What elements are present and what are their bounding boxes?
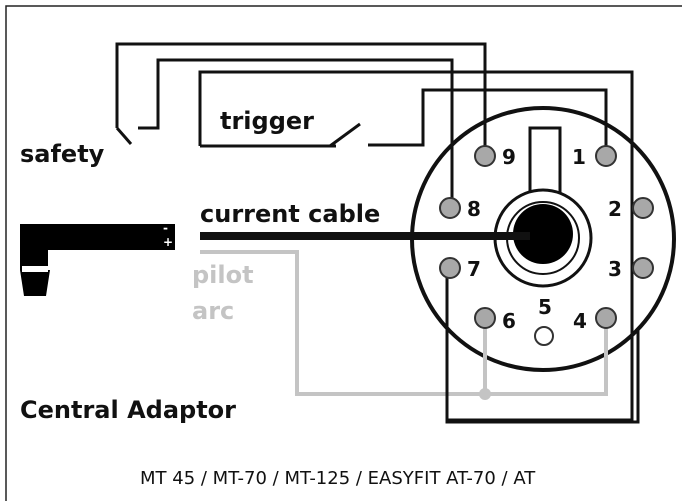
pin-6 (474, 307, 496, 329)
central-adaptor-label: Central Adaptor (20, 396, 236, 424)
pin-4-label: 4 (573, 309, 587, 333)
torch-minus-label: - (163, 221, 168, 235)
pin-7 (439, 257, 461, 279)
central-socket (513, 204, 573, 264)
connector-keyway (528, 126, 562, 197)
trigger-label: trigger (220, 107, 314, 135)
pilot-junction-dot (479, 388, 491, 400)
torch-handle-icon (20, 224, 175, 296)
safety-wires (115, 42, 487, 205)
footer-model-list: MT 45 / MT-70 / MT-125 / EASYFIT AT-70 /… (140, 468, 536, 489)
pin-5-label: 5 (538, 295, 552, 319)
pin-1 (595, 145, 617, 167)
torch-plus-label: + (163, 235, 173, 249)
outer-frame (5, 5, 682, 501)
pin-9-label: 9 (502, 145, 516, 169)
pin-9 (474, 145, 496, 167)
safety-label: safety (20, 140, 105, 168)
pin-3 (632, 257, 654, 279)
pin-2-label: 2 (608, 197, 622, 221)
pilot-arc-wire (200, 250, 608, 396)
pin-7-label: 7 (467, 257, 481, 281)
pin-5 (534, 326, 554, 346)
trigger-wires (198, 70, 634, 422)
pin-1-label: 1 (572, 145, 586, 169)
pin-2 (632, 197, 654, 219)
pin-3-label: 3 (608, 257, 622, 281)
pin-8-label: 8 (467, 197, 481, 221)
pin-4 (595, 307, 617, 329)
current-cable-label: current cable (200, 200, 380, 228)
pilot-arc-label-line2: arc (192, 297, 234, 325)
pins (439, 145, 654, 346)
pin-6-label: 6 (502, 309, 516, 333)
pilot-arc-label-line1: pilot (192, 261, 254, 289)
pin-8 (439, 197, 461, 219)
